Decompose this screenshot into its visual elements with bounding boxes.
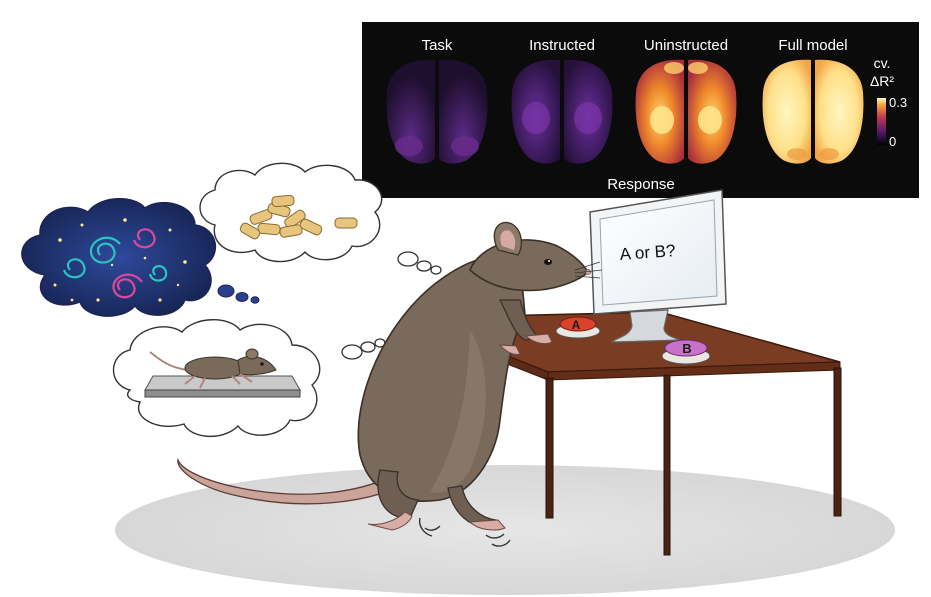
button-a-label: A: [572, 318, 581, 332]
colorbar-label-cv: cv.: [874, 55, 891, 71]
whiskers: [574, 261, 603, 279]
button-b-label: B: [682, 341, 691, 356]
swirl-patterns: [62, 228, 168, 299]
brain-map-instructed: [511, 59, 613, 164]
standing-mouse: [177, 221, 603, 547]
panel-title-task: Task: [422, 37, 453, 54]
colorbar-max: 0.3: [889, 95, 907, 110]
treadmill: [144, 375, 301, 398]
panel-footer-response: Response: [607, 176, 675, 193]
brain-map-uninstructed: [635, 59, 737, 164]
thought-cloud-swirls: [21, 198, 217, 317]
panel-title-uninstructed: Uninstructed: [644, 37, 728, 54]
panel-title-full-model: Full model: [778, 37, 847, 54]
floor-shadow: [115, 465, 895, 595]
motion-lines: [418, 517, 511, 547]
monitor-text: A or B?: [619, 241, 676, 264]
mouse-eye: [544, 259, 552, 265]
thought-bubbles-swirls: [217, 284, 260, 304]
brain-map-task: [386, 59, 488, 164]
running-mouse-icon: [149, 348, 277, 389]
computer-monitor: A or B?: [589, 189, 727, 343]
button-b[interactable]: B: [661, 339, 711, 365]
colorbar-label-delta-r2: ΔR²: [870, 73, 894, 89]
colorbar-min: 0: [889, 134, 896, 149]
thought-cloud-pellets: [199, 162, 383, 263]
food-pellets: [239, 194, 358, 240]
panel-title-instructed: Instructed: [529, 37, 595, 54]
brain-map-panel: Task Instructed Uninstructed Full model: [362, 22, 919, 198]
button-a[interactable]: A: [555, 316, 601, 339]
colorbar-gradient: [877, 98, 886, 145]
thought-cloud-running: [113, 319, 321, 438]
thought-bubbles-pellets: [397, 251, 442, 275]
thought-bubbles-running: [341, 338, 386, 360]
sparkles: [53, 218, 187, 302]
brain-map-full-model: [762, 59, 864, 164]
